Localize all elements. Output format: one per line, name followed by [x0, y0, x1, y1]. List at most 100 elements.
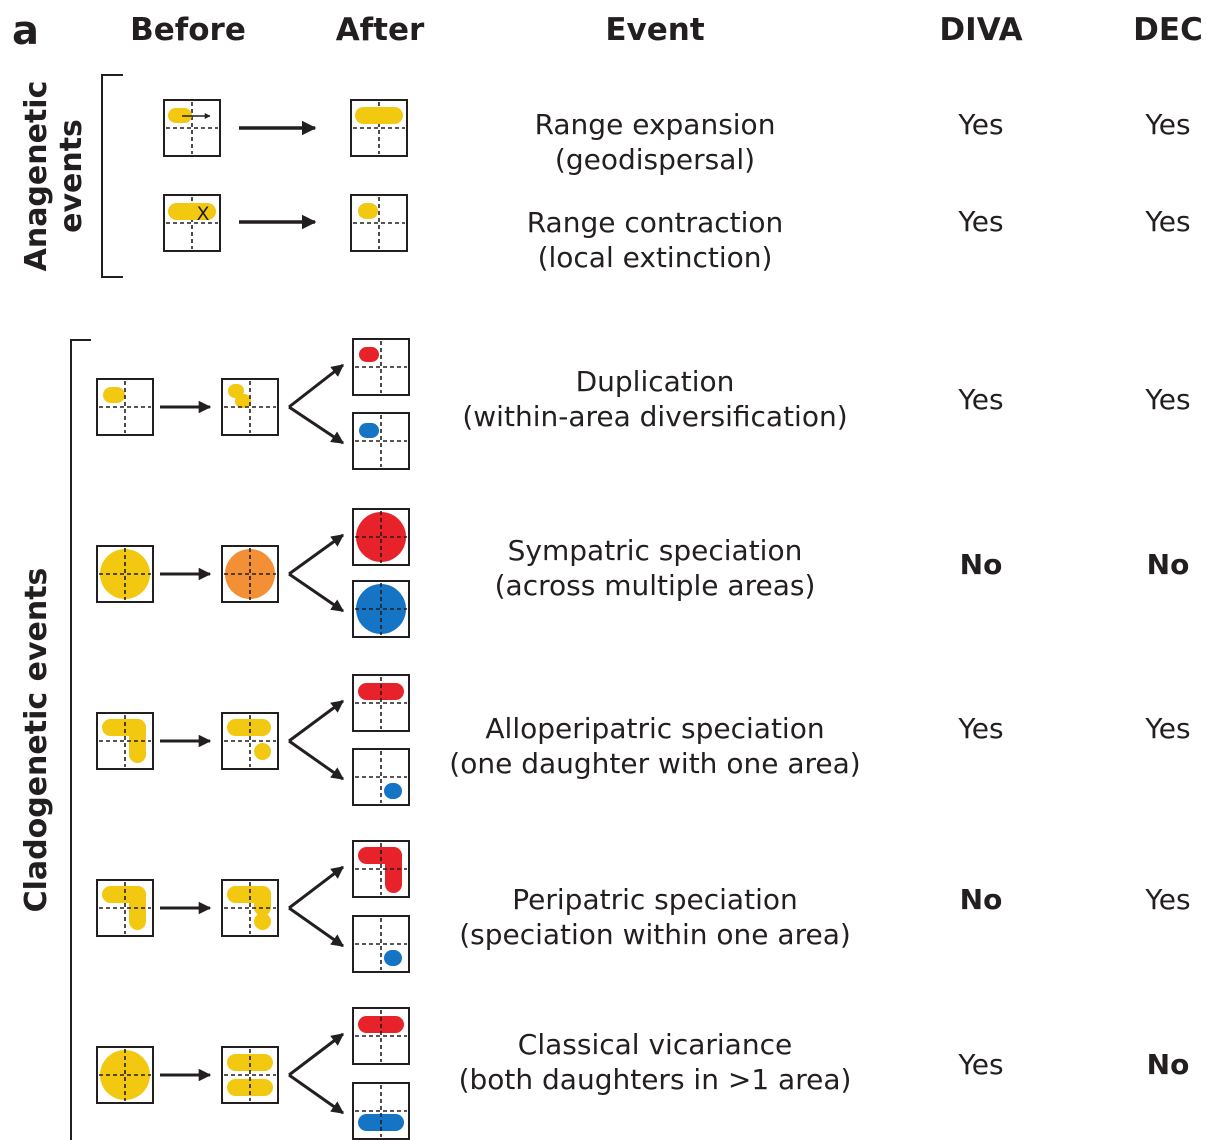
split-arrow-up: [288, 533, 345, 576]
range-blob: [358, 203, 378, 219]
event-alloperipatric: Alloperipatric speciation (one daughter …: [440, 711, 870, 781]
daughter-box-top: [352, 840, 410, 898]
dec-answer: Yes: [1145, 883, 1191, 916]
split-arrow-down: [288, 1073, 345, 1115]
range-blob: [384, 950, 402, 966]
split-arrow-up: [288, 865, 345, 910]
daughter-box-top: [352, 508, 410, 566]
event-name: Alloperipatric speciation: [485, 712, 825, 745]
range-blob: [227, 1054, 273, 1071]
dec-answer: No: [1146, 548, 1190, 581]
event-name: Range contraction: [526, 206, 784, 239]
side-label-cladogenetic: Cladogenetic events: [19, 567, 54, 913]
before-box: [96, 1046, 154, 1104]
intermediate-box: [221, 879, 279, 937]
dec-answer: Yes: [1145, 205, 1191, 238]
event-peripatric: Peripatric speciation (speciation within…: [440, 882, 870, 952]
range-blob: [103, 387, 125, 403]
after-box: [350, 99, 408, 157]
event-detail: (within-area diversification): [462, 400, 848, 433]
daughter-box-bottom: [352, 915, 410, 973]
intermediate-box: [221, 1046, 279, 1104]
dec-answer: Yes: [1145, 383, 1191, 416]
event-sympatric: Sympatric speciation (across multiple ar…: [440, 533, 870, 603]
range-disc: [225, 549, 275, 599]
diva-answer: Yes: [958, 108, 1004, 141]
event-range-expansion: Range expansion (geodispersal): [440, 107, 870, 177]
range-blob: [359, 347, 379, 362]
intermediate-box: [221, 712, 279, 770]
event-name: Classical vicariance: [517, 1028, 793, 1061]
daughter-box-bottom: [352, 412, 410, 470]
diva-answer: No: [959, 883, 1003, 916]
range-blob: [254, 743, 271, 760]
range-blob: [384, 783, 402, 799]
intermediate-box: [221, 545, 279, 603]
daughter-box-top: [352, 338, 410, 396]
split-arrow-down: [288, 906, 345, 948]
range-blob: [168, 203, 216, 220]
split-arrow-down: [288, 405, 345, 445]
daughter-box-bottom: [352, 580, 410, 638]
diva-answer: No: [959, 548, 1003, 581]
range-disc: [100, 549, 150, 599]
range-blob: [359, 423, 379, 438]
event-detail: (local extinction): [537, 241, 773, 274]
split-arrow-up: [288, 1032, 345, 1077]
split-arrow-down: [288, 572, 345, 613]
before-box: [96, 378, 154, 436]
header-dec: DEC: [1133, 12, 1203, 48]
event-detail: (across multiple areas): [494, 569, 816, 602]
range-blob: [254, 913, 271, 930]
event-detail: (both daughters in >1 area): [458, 1063, 852, 1096]
before-box: [96, 879, 154, 937]
daughter-box-bottom: [352, 1082, 410, 1140]
extinction-mark: X: [196, 203, 209, 225]
daughter-box-top: [352, 1007, 410, 1065]
bracket-anagenetic: [101, 74, 123, 278]
header-before: Before: [130, 12, 246, 48]
event-name: Sympatric speciation: [507, 534, 803, 567]
after-box: [350, 194, 408, 252]
diva-answer: Yes: [958, 1048, 1004, 1081]
range-disc: [356, 584, 406, 634]
range-blob: [235, 394, 251, 408]
event-vicariance: Classical vicariance (both daughters in …: [440, 1027, 870, 1097]
header-diva: DIVA: [939, 12, 1023, 48]
event-name: Range expansion: [534, 108, 776, 141]
range-blob: [385, 847, 402, 893]
header-event: Event: [605, 12, 705, 48]
daughter-box-top: [352, 674, 410, 732]
event-name: Duplication: [575, 365, 735, 398]
event-duplication: Duplication (within-area diversification…: [440, 364, 870, 434]
split-arrow-down: [288, 739, 345, 781]
split-arrow-up: [288, 363, 344, 409]
event-name: Peripatric speciation: [512, 883, 798, 916]
event-detail: (one daughter with one area): [449, 747, 861, 780]
range-disc: [100, 1050, 150, 1100]
side-label-anagenetic: Anagenetic: [19, 80, 54, 272]
bracket-cladogenetic: [70, 339, 91, 1140]
dec-answer: No: [1146, 1048, 1190, 1081]
before-box: [96, 712, 154, 770]
event-detail: (speciation within one area): [459, 918, 851, 951]
panel-label: a: [12, 8, 39, 54]
diva-answer: Yes: [958, 205, 1004, 238]
range-blob: [227, 719, 271, 736]
header-after: After: [335, 12, 425, 48]
side-label-anagenetic-events: events: [54, 119, 89, 233]
daughter-box-bottom: [352, 748, 410, 806]
before-box: [163, 99, 221, 157]
event-range-contraction: Range contraction (local extinction): [440, 205, 870, 275]
range-blob: [254, 886, 271, 916]
before-box: [96, 545, 154, 603]
diva-answer: Yes: [958, 712, 1004, 745]
dec-answer: Yes: [1145, 712, 1191, 745]
event-detail: (geodispersal): [554, 143, 756, 176]
diva-answer: Yes: [958, 383, 1004, 416]
intermediate-box: [221, 378, 279, 436]
before-box: X: [163, 194, 221, 252]
dec-answer: Yes: [1145, 108, 1191, 141]
